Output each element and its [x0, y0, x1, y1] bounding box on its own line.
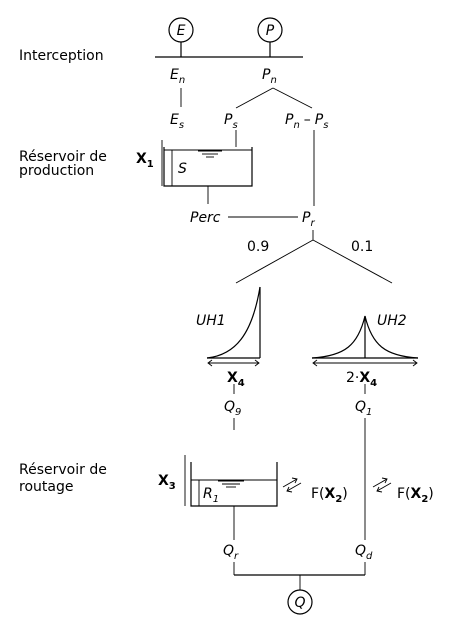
store-level-s: S [178, 161, 187, 177]
production-label-line2: production [19, 163, 94, 179]
x3-capacity-marker: X3 [158, 455, 186, 506]
ps-label: Ps [224, 112, 238, 131]
f-x2-label-right: F(X2) [397, 486, 434, 505]
es-label: Es [170, 112, 184, 131]
svg-text:X1: X1 [136, 151, 154, 170]
uh2-hydrograph: UH2 [311, 313, 419, 359]
interception-label: Interception [19, 48, 104, 64]
q9-label: Q9 [224, 399, 241, 418]
groundwater-exchange-arrows-left [282, 477, 302, 493]
perc-label: Perc [190, 210, 221, 226]
store-level-r1: R1 [203, 486, 219, 505]
pn-label: Pn [262, 67, 277, 86]
q1-label: Q1 [355, 399, 372, 418]
production-label-line1: Réservoir de [19, 149, 107, 165]
qd-label: Qd [355, 543, 373, 562]
routing-label-line1: Réservoir de [19, 462, 107, 478]
en-label: En [170, 67, 185, 86]
svg-text:P: P [266, 23, 275, 39]
pn-pnps-branch [272, 87, 313, 109]
pn-minus-ps-label: Pn–Ps [285, 112, 328, 131]
x1-capacity-marker: X1 [136, 140, 163, 186]
svg-text:Q: Q [294, 595, 305, 611]
f-x2-label-left: F(X2) [311, 486, 348, 505]
uh1-label: UH1 [196, 313, 226, 329]
pr-label: Pr [302, 210, 315, 229]
svg-text:X4: X4 [227, 370, 245, 389]
routing-store: R1 [190, 462, 278, 507]
uh2-label: UH2 [377, 313, 407, 329]
svg-text:2·X4: 2·X4 [346, 370, 377, 389]
qr-label: Qr [223, 543, 239, 562]
svg-text:X3: X3 [158, 473, 176, 492]
split-ratio-left: 0.9 [247, 239, 269, 255]
svg-text:E: E [177, 23, 186, 39]
split-right-branch [312, 239, 393, 284]
split-ratio-right: 0.1 [351, 239, 373, 255]
uh1-base-dimension: X4 [207, 359, 260, 389]
groundwater-exchange-arrows-right [372, 477, 392, 493]
uh2-base-dimension: 2·X4 [312, 359, 418, 389]
split-left-branch [235, 239, 314, 284]
pn-ps-branch [235, 87, 274, 109]
input-node-e: E [168, 17, 194, 43]
input-node-p: P [257, 17, 283, 43]
output-node-q: Q [287, 589, 313, 615]
production-store: S [163, 147, 253, 187]
uh1-hydrograph: UH1 [196, 286, 261, 359]
routing-label-line2: routage [19, 479, 73, 495]
